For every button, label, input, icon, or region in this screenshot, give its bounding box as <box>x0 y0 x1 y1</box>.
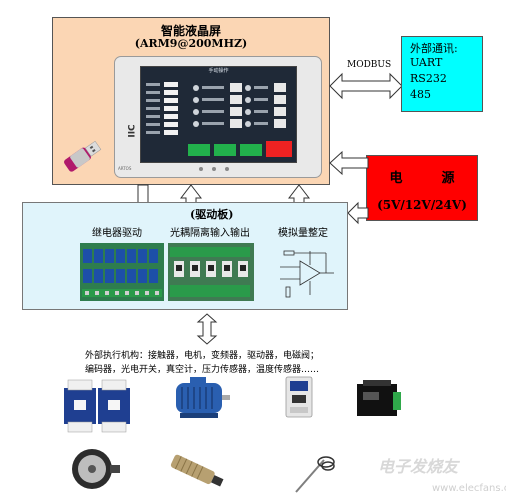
power-label: 电 源 <box>389 171 455 186</box>
servo-driver-image <box>357 380 401 416</box>
hmi-button-dot <box>225 167 229 171</box>
power-to-driver-arrow <box>347 201 369 225</box>
inverter-image <box>285 376 313 418</box>
watermark-url: www.elecfans.com <box>432 483 506 494</box>
hmi-brand: ARTOS <box>118 166 132 171</box>
power-voltage: (5V/12V/24V) <box>377 198 467 212</box>
relay-drive-label: 继电器驱动 <box>92 228 142 239</box>
proximity-sensor-image <box>170 454 224 487</box>
usb-drive-icon <box>64 140 102 172</box>
driver-title: (驱动板) <box>190 208 234 221</box>
analog-tuning-label: 模拟量整定 <box>278 228 328 239</box>
analog-circuit-schematic <box>270 243 340 301</box>
comm-item: RS232 <box>410 72 447 85</box>
temperature-sensor-image <box>295 456 335 493</box>
contactor-image <box>64 379 130 433</box>
comm-item: 485 <box>410 88 431 101</box>
modbus-label: MODBUS <box>347 60 392 70</box>
comm-item: UART <box>410 56 443 69</box>
hmi-logo: IIC <box>127 124 138 138</box>
relay-board-image <box>80 243 164 301</box>
lcd-title: 智能液晶屏 <box>160 24 221 38</box>
watermark-text: 电子发烧友 <box>378 457 459 476</box>
actuators-line-2: 编码器，光电开关，真空计，压力传感器，温度传感器…… <box>85 365 320 375</box>
power-to-lcd-arrow <box>329 150 369 176</box>
optocoupler-board-image <box>168 243 254 301</box>
power-supply-box <box>366 155 478 221</box>
actuators-line-1: 外部执行机构：接触器，电机，变频器，驱动器，电磁阀； <box>85 351 320 361</box>
hmi-button-dot <box>212 167 216 171</box>
hmi-screen-content <box>146 82 292 157</box>
comm-title: 外部通讯: <box>410 42 458 55</box>
hmi-button-dot <box>199 167 203 171</box>
motor-image <box>176 377 230 418</box>
driver-actuator-double-arrow <box>196 313 218 345</box>
encoder-image <box>72 449 120 489</box>
optocoupler-io-label: 光耦隔离输入输出 <box>170 228 250 239</box>
hmi-screen-title: 手动操作 <box>208 68 229 74</box>
lcd-subtitle: (ARM9@200MHZ) <box>134 37 248 50</box>
external-comm-box <box>401 36 483 112</box>
